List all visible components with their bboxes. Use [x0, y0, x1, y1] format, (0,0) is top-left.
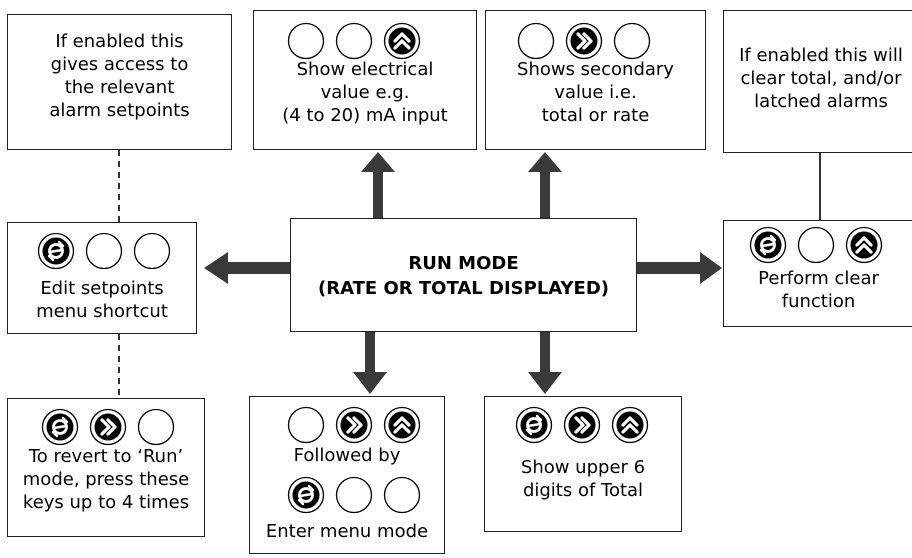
edit-setpoints-box: Edit setpoints menu shortcut	[7, 222, 197, 334]
arrow-down-upper	[528, 332, 562, 394]
up-key-icon	[845, 226, 883, 264]
menu-mode-keys-top	[286, 405, 430, 449]
clear-info-line: latched alarms	[754, 91, 888, 112]
p-key-icon	[37, 232, 75, 270]
electrical-line: Show electrical	[296, 59, 434, 80]
edit-setpoints-line: Edit setpoints	[40, 278, 164, 299]
blank-key-icon	[287, 406, 325, 444]
edit-setpoints-line: menu shortcut	[36, 301, 168, 322]
run-mode-subtitle: (RATE OR TOTAL DISPLAYED)	[318, 278, 609, 299]
blank-key-icon	[613, 22, 651, 60]
edit-setpoints-keys	[36, 231, 180, 275]
right-key-icon	[563, 406, 601, 444]
revert-keys	[40, 407, 184, 451]
electrical-box: Show electrical value e.g. (4 to 20) mA …	[253, 10, 477, 150]
alarm-access-line: If enabled this	[55, 31, 184, 52]
arrow-up-secondary	[528, 152, 562, 218]
upper-digits-keys	[514, 405, 658, 449]
clear-info-box: If enabled this will clear total, and/or…	[723, 10, 912, 153]
revert-line: To revert to ‘Run’	[28, 446, 184, 467]
clear-function-keys	[748, 225, 892, 269]
blank-key-icon	[517, 22, 555, 60]
blank-key-icon	[383, 476, 421, 514]
run-mode-title: RUN MODE	[408, 253, 519, 274]
clear-function-line: Perform clear	[758, 268, 879, 289]
alarm-access-box: If enabled this gives access to the rele…	[7, 14, 232, 150]
electrical-line: (4 to 20) mA input	[282, 105, 448, 126]
blank-key-icon	[133, 232, 171, 270]
upper-digits-line: Show upper 6	[520, 457, 646, 478]
right-key-icon	[565, 22, 603, 60]
arrow-left-edit	[204, 252, 290, 284]
p-key-icon	[515, 406, 553, 444]
right-key-icon	[335, 406, 373, 444]
secondary-keys	[516, 21, 660, 65]
arrow-down-menu	[353, 332, 387, 394]
upper-digits-line: digits of Total	[522, 480, 644, 501]
revert-line: keys up to 4 times	[22, 492, 190, 513]
secondary-line: Shows secondary	[517, 59, 674, 80]
blank-key-icon	[335, 476, 373, 514]
alarm-access-line: gives access to	[50, 54, 189, 75]
blank-key-icon	[335, 22, 373, 60]
menu-mode-box: Followed by Enter menu mode	[249, 396, 445, 554]
revert-box: To revert to ‘Run’ mode, press these key…	[7, 398, 205, 537]
p-key-icon	[749, 226, 787, 264]
upper-digits-box: Show upper 6 digits of Total	[484, 396, 682, 532]
electrical-keys	[286, 21, 430, 65]
secondary-line: value i.e.	[554, 82, 637, 103]
run-mode-box: RUN MODE (RATE OR TOTAL DISPLAYED)	[290, 218, 637, 332]
menu-mode-line-2: Enter menu mode	[265, 521, 429, 542]
menu-mode-line-1: Followed by	[293, 445, 401, 466]
alarm-access-line: alarm setpoints	[49, 100, 190, 121]
up-key-icon	[383, 406, 421, 444]
clear-info-line: clear total, and/or	[740, 68, 902, 89]
p-key-icon	[41, 408, 79, 446]
arrow-right-clear	[637, 252, 722, 284]
up-key-icon	[383, 22, 421, 60]
menu-mode-keys-bottom	[286, 475, 430, 519]
up-key-icon	[611, 406, 649, 444]
secondary-line: total or rate	[541, 105, 650, 126]
arrow-up-electrical	[361, 152, 395, 218]
electrical-line: value e.g.	[320, 82, 410, 103]
alarm-access-line: the relevant	[64, 77, 175, 98]
secondary-box: Shows secondary value i.e. total or rate	[485, 10, 706, 150]
blank-key-icon	[797, 226, 835, 264]
blank-key-icon	[137, 408, 175, 446]
p-key-icon	[287, 476, 325, 514]
revert-line: mode, press these	[22, 469, 190, 490]
clear-function-line: function	[781, 291, 856, 312]
blank-key-icon	[287, 22, 325, 60]
blank-key-icon	[85, 232, 123, 270]
clear-function-box: Perform clear function	[723, 220, 912, 327]
right-key-icon	[89, 408, 127, 446]
clear-info-line: If enabled this will	[739, 45, 903, 66]
